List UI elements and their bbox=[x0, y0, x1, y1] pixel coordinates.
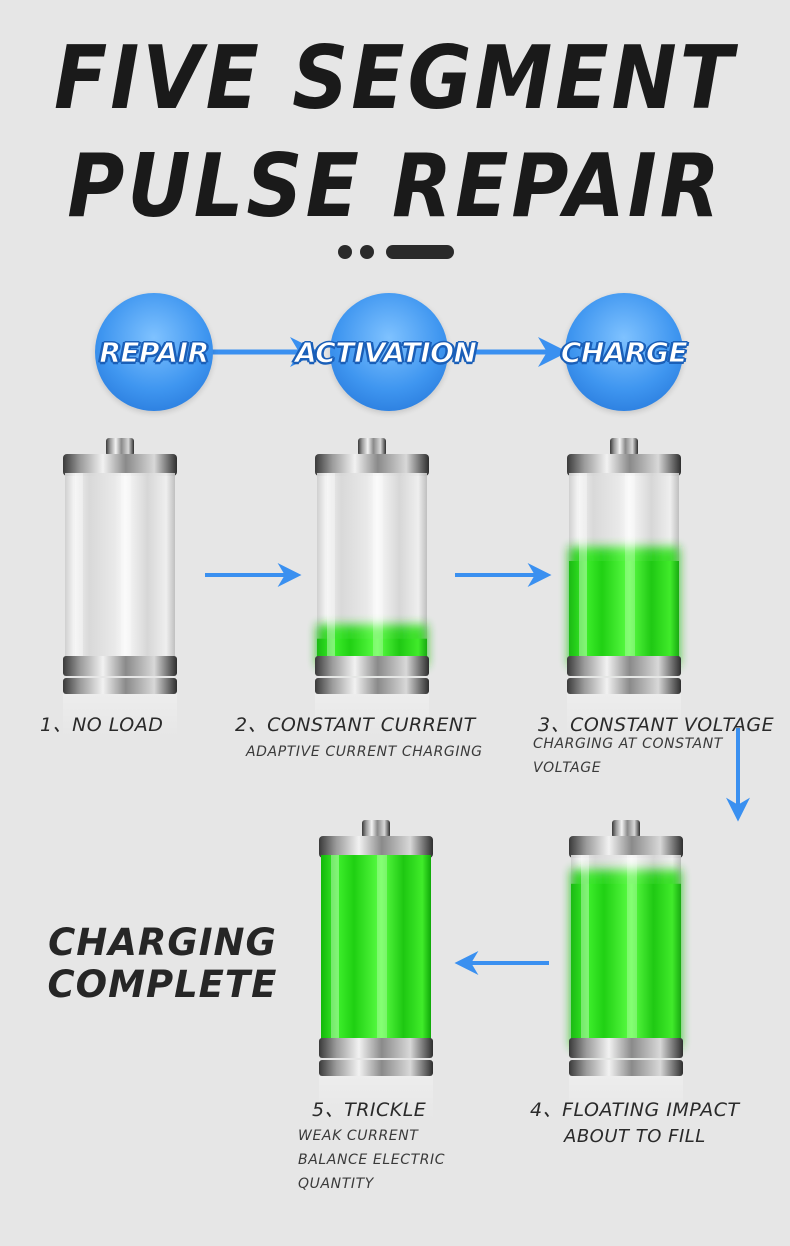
charge-bubble bbox=[565, 293, 683, 411]
battery-2 bbox=[315, 438, 429, 738]
stage-3-description-2: VOLTAGE bbox=[533, 760, 602, 776]
stage-5-description-3: QUANTITY bbox=[298, 1176, 374, 1192]
process-flow bbox=[210, 337, 568, 367]
battery-5 bbox=[319, 820, 433, 1120]
repair-label: REPAIR bbox=[99, 336, 210, 370]
stage-5-label: 5、TRICKLE bbox=[312, 1099, 427, 1121]
stage-2-description: ADAPTIVE CURRENT CHARGING bbox=[246, 744, 483, 760]
complete-line-1: CHARGING bbox=[48, 921, 277, 964]
complete-line-2: COMPLETE bbox=[47, 963, 278, 1006]
stage-1-label: 1、NO LOAD bbox=[40, 714, 164, 736]
stage-4-label: 4、FLOATING IMPACT bbox=[530, 1099, 740, 1121]
battery-1 bbox=[63, 438, 177, 738]
title-decoration bbox=[338, 245, 454, 259]
title-line-2: PULSE REPAIR bbox=[67, 136, 723, 238]
battery-3 bbox=[567, 438, 681, 738]
stage-4-description: ABOUT TO FILL bbox=[564, 1126, 706, 1147]
stage-5-description-1: WEAK CURRENT bbox=[298, 1128, 419, 1144]
title-line-1: FIVE SEGMENT bbox=[54, 28, 736, 130]
battery-4 bbox=[569, 820, 683, 1120]
stage-5-description-2: BALANCE ELECTRIC bbox=[298, 1152, 446, 1168]
activation-label: ACTIVATION bbox=[295, 336, 478, 370]
stage-3-description-1: CHARGING AT CONSTANT bbox=[533, 736, 723, 752]
charging-complete-title: CHARGING COMPLETE bbox=[40, 922, 285, 1006]
repair-bubble bbox=[95, 293, 213, 411]
activation-bubble bbox=[330, 293, 448, 411]
stage-3-label: 3、CONSTANT VOLTAGE bbox=[538, 714, 775, 736]
charge-label: CHARGE bbox=[560, 336, 688, 370]
stage-2-label: 2、CONSTANT CURRENT bbox=[235, 714, 476, 736]
